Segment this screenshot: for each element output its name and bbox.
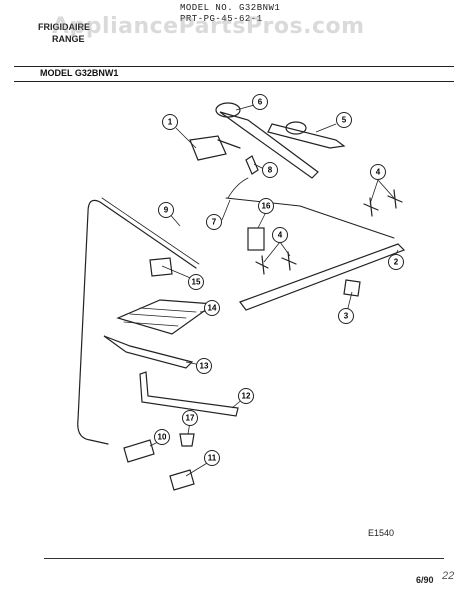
svg-text:6: 6	[258, 98, 263, 107]
svg-text:16: 16	[262, 202, 271, 211]
svg-text:4: 4	[278, 231, 283, 240]
model-number-header: MODEL NO. G32BNW1	[180, 3, 281, 13]
burner-13	[103, 335, 194, 369]
callout-11: 11	[204, 450, 220, 466]
callout-14: 14	[204, 300, 220, 316]
callout-4-left: 4	[272, 227, 288, 243]
svg-text:7: 7	[212, 218, 217, 227]
svg-text:5: 5	[342, 116, 347, 125]
manifold-pipe	[239, 243, 406, 311]
callout-4-right: 4	[370, 164, 386, 180]
svg-text:10: 10	[158, 433, 167, 442]
callout-1: 1	[162, 114, 178, 130]
svg-text:9: 9	[164, 206, 169, 215]
callout-12: 12	[238, 388, 254, 404]
callout-5: 5	[336, 112, 352, 128]
svg-text:14: 14	[208, 304, 217, 313]
diagram-code: E1540	[368, 528, 395, 538]
svg-text:12: 12	[242, 392, 251, 401]
callout-16: 16	[258, 198, 274, 214]
callout-7: 7	[206, 214, 222, 230]
svg-text:2: 2	[394, 258, 399, 267]
sub-number-header: PRT-PG-45-62-1	[180, 14, 263, 24]
tube-12	[139, 371, 239, 417]
brand-label: FRIGIDAIRE	[38, 22, 91, 32]
svg-text:13: 13	[200, 362, 209, 371]
svg-text:17: 17	[186, 414, 195, 423]
model-label: MODEL G32BNW1	[40, 68, 119, 78]
brand-sub-label: RANGE	[52, 34, 85, 44]
svg-text:1: 1	[168, 118, 173, 127]
callout-17: 17	[182, 410, 198, 426]
callout-13: 13	[196, 358, 212, 374]
callout-9: 9	[158, 202, 174, 218]
callout-15: 15	[188, 274, 204, 290]
valve-assembly-1	[189, 135, 227, 161]
footer-divider	[44, 558, 444, 559]
broiler-burner-14	[116, 299, 216, 335]
callout-8: 8	[262, 162, 278, 178]
callout-10: 10	[154, 429, 170, 445]
handwritten-note: 22	[442, 570, 455, 582]
callout-2: 2	[388, 254, 404, 270]
callout-6: 6	[252, 94, 268, 110]
valve-16	[247, 227, 265, 251]
svg-text:8: 8	[268, 166, 273, 175]
watermark: AppliancePartsPros.com	[52, 14, 365, 39]
svg-text:4: 4	[376, 168, 381, 177]
callout-3: 3	[338, 308, 354, 324]
page-date: 6/90	[416, 575, 434, 585]
svg-text:15: 15	[192, 278, 201, 287]
svg-text:3: 3	[344, 312, 349, 321]
model-bar: MODEL G32BNW1	[14, 66, 454, 82]
burner-tube-6	[219, 111, 319, 179]
gas-tube-9	[77, 199, 197, 445]
svg-text:11: 11	[208, 454, 217, 463]
